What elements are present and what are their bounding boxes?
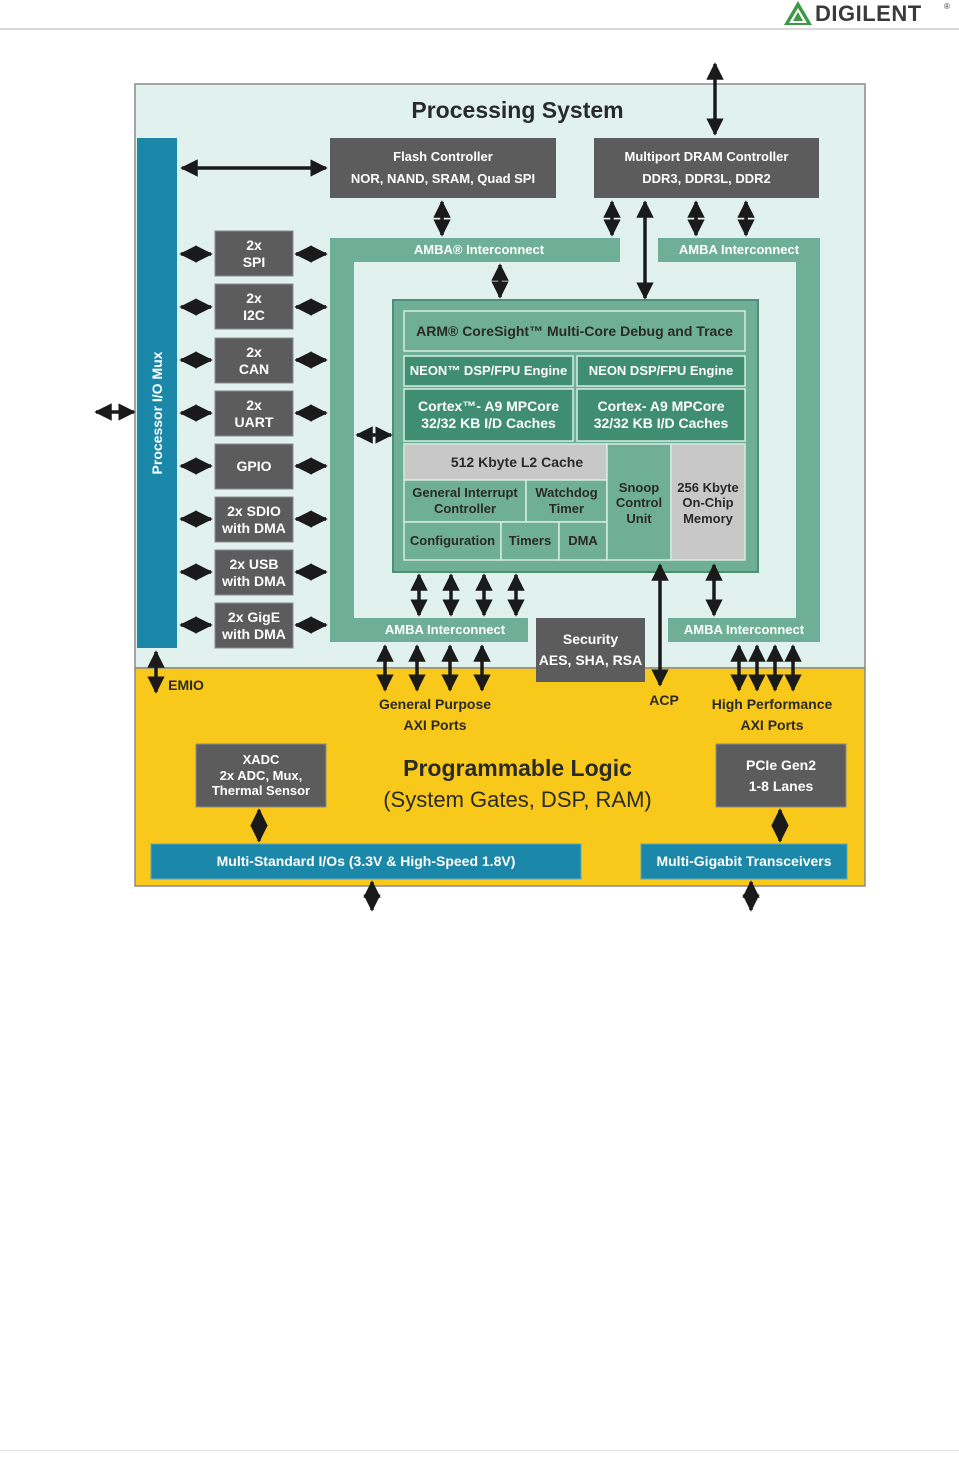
security-box xyxy=(536,618,645,682)
flash-controller-line2: NOR, NAND, SRAM, Quad SPI xyxy=(350,171,536,187)
dram-controller-line2: DDR3, DDR3L, DDR2 xyxy=(642,171,771,187)
application-processor-unit xyxy=(392,299,759,573)
l2-cache-label: 512 Kbyte L2 Cache xyxy=(450,453,584,470)
peripheral-gpio: GPIO xyxy=(236,458,272,475)
programmable-logic-title: Programmable Logic xyxy=(403,755,632,782)
configuration-label: Configuration xyxy=(409,533,496,549)
emio-label: EMIO xyxy=(168,676,204,693)
pcie-box xyxy=(715,743,847,808)
xadc-box xyxy=(195,743,327,808)
gp-axi-ports-label: General Purpose AXI Ports xyxy=(378,696,492,733)
peripheral-boxes xyxy=(214,230,294,649)
processor-io-mux-label: Processor I/O Mux xyxy=(148,351,165,475)
watchdog-label: Watchdog Timer xyxy=(535,485,598,516)
peripheral-spi: 2x SPI xyxy=(242,236,266,270)
peripheral-usb: 2x USB with DMA xyxy=(222,555,286,589)
neon-right-label: NEON DSP/FPU Engine xyxy=(588,363,734,379)
digilent-logo-icon xyxy=(784,1,812,25)
peripheral-i2c: 2x I2C xyxy=(243,289,265,323)
amba-interconnect-top-right-label: AMBA Interconnect xyxy=(678,242,800,258)
processor-io-mux-bar xyxy=(137,138,177,648)
xadc-label: XADC 2x ADC, Mux, Thermal Sensor xyxy=(211,752,311,799)
peripheral-uart: 2x UART xyxy=(234,396,274,430)
amba-interconnect-right-frame xyxy=(658,238,820,642)
connection-arrows xyxy=(94,62,802,912)
acp-label: ACP xyxy=(649,691,679,708)
security-label: Security AES, SHA, RSA xyxy=(538,631,643,668)
hp-axi-ports-label: High Performance AXI Ports xyxy=(711,696,833,733)
peripheral-gige: 2x GigE with DMA xyxy=(222,608,286,642)
multi-standard-io-label: Multi-Standard I/Os (3.3V & High-Speed 1… xyxy=(216,853,516,870)
footer-divider xyxy=(0,1450,959,1451)
peripheral-can: 2x CAN xyxy=(238,343,270,377)
timers-label: Timers xyxy=(508,533,552,549)
dram-controller-line1: Multiport DRAM Controller xyxy=(624,149,789,165)
on-chip-memory-label: 256 Kbyte On-Chip Memory xyxy=(677,479,739,526)
multi-standard-io-bar xyxy=(150,843,582,880)
brand-name: DIGILENT xyxy=(815,1,922,26)
digilent-logo: DIGILENT ® xyxy=(782,0,952,26)
brand-registered-mark: ® xyxy=(944,2,950,11)
multi-gigabit-transceivers-bar xyxy=(640,843,848,880)
dram-controller-box xyxy=(594,138,819,198)
peripheral-arrows xyxy=(179,245,328,634)
amba-interconnect-bottom-left-label: AMBA Interconnect xyxy=(384,622,506,638)
programmable-logic-subtitle: (System Gates, DSP, RAM) xyxy=(383,786,652,812)
pcie-label: PCIe Gen2 1-8 Lanes xyxy=(745,756,817,794)
flash-controller-box xyxy=(330,138,556,198)
coresight-label: ARM® CoreSight™ Multi-Core Debug and Tra… xyxy=(416,322,733,339)
processing-system-title: Processing System xyxy=(411,97,624,124)
amba-interconnect-top-left-label: AMBA® Interconnect xyxy=(413,242,545,258)
header-divider xyxy=(0,28,959,30)
snoop-control-unit-label: Snoop Control Unit xyxy=(615,479,663,526)
neon-left-label: NEON™ DSP/FPU Engine xyxy=(409,363,568,379)
cortex-right-label: Cortex- A9 MPCore 32/32 KB I/D Caches xyxy=(593,398,729,431)
cortex-left-label: Cortex™- A9 MPCore 32/32 KB I/D Caches xyxy=(417,398,560,431)
peripheral-sdio: 2x SDIO with DMA xyxy=(222,502,286,536)
gic-label: General Interrupt Controller xyxy=(412,485,518,516)
dma-label: DMA xyxy=(568,533,598,549)
flash-controller-line1: Flash Controller xyxy=(393,149,493,165)
amba-interconnect-bottom-right-label: AMBA Interconnect xyxy=(683,622,805,638)
multi-gigabit-transceivers-label: Multi-Gigabit Transceivers xyxy=(656,853,832,870)
